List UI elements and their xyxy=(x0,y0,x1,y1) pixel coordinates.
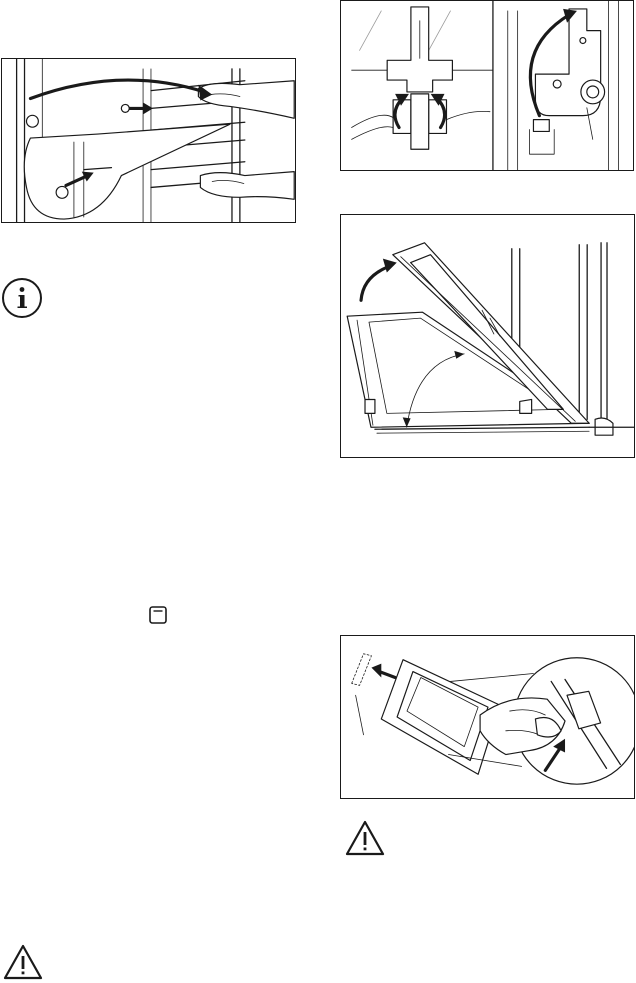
shelf-support-removal-figure xyxy=(1,58,296,223)
oven-door-tilt-figure xyxy=(340,214,635,458)
warning-triangle-icon-left xyxy=(3,944,43,980)
shelf-support-drawing xyxy=(2,59,295,222)
warning-triangle-icon-right xyxy=(345,820,385,856)
glass-panel-removal-figure xyxy=(340,635,635,799)
door-tilt-drawing xyxy=(341,215,634,457)
door-hinge-drawing xyxy=(341,1,633,170)
information-circle-icon xyxy=(1,277,43,319)
door-hinge-lever-figure xyxy=(340,0,634,171)
glass-panel-drawing xyxy=(341,636,634,798)
oven-light-symbol-icon xyxy=(149,606,167,624)
